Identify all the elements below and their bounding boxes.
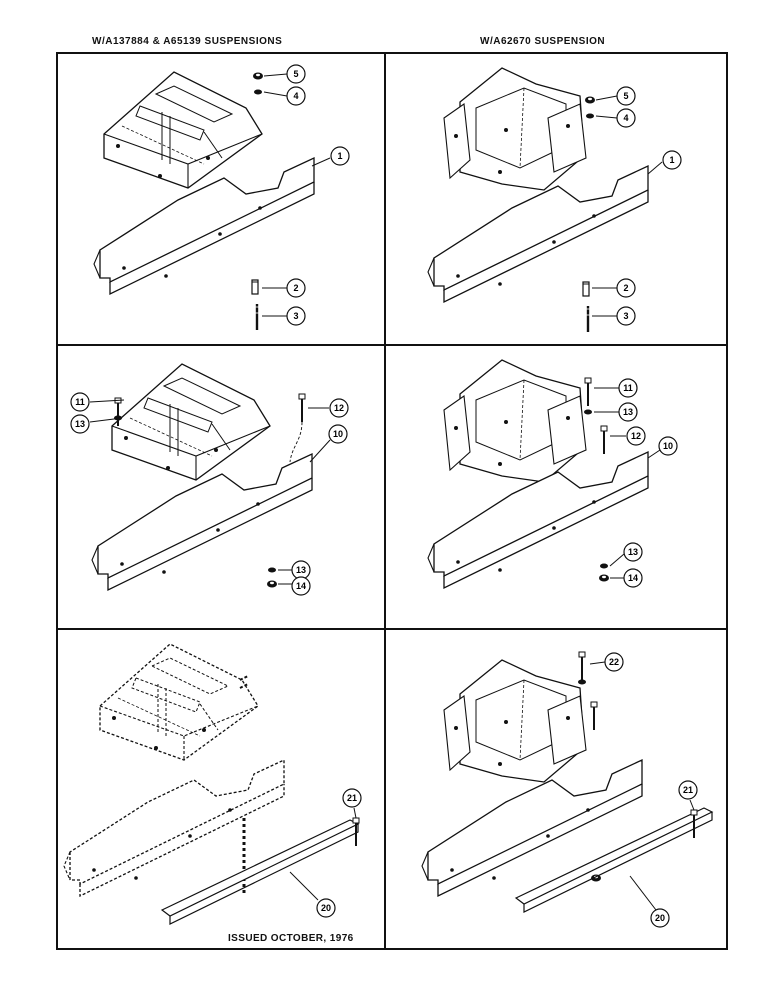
svg-text:12: 12 bbox=[631, 431, 641, 441]
callout-p4-11: 11 bbox=[618, 378, 638, 398]
callout-p1-5: 5 bbox=[286, 64, 306, 84]
callout-p4-13b: 13 bbox=[623, 542, 643, 562]
svg-text:13: 13 bbox=[623, 407, 633, 417]
svg-text:13: 13 bbox=[628, 547, 638, 557]
svg-text:2: 2 bbox=[293, 283, 298, 293]
callout-p4-13: 13 bbox=[618, 402, 638, 422]
svg-text:3: 3 bbox=[623, 311, 628, 321]
panel-2 bbox=[427, 67, 649, 334]
callout-p4-10: 10 bbox=[658, 436, 678, 456]
svg-text:13: 13 bbox=[75, 419, 85, 429]
callout-p3-10: 10 bbox=[328, 424, 348, 444]
issued-date-label: ISSUED OCTOBER, 1976 bbox=[228, 933, 354, 944]
svg-text:20: 20 bbox=[655, 913, 665, 923]
leader-lines bbox=[89, 73, 695, 911]
svg-text:21: 21 bbox=[347, 793, 357, 803]
header-right-suspension-label: W/A62670 SUSPENSION bbox=[480, 36, 606, 47]
panel-4 bbox=[427, 359, 649, 589]
svg-text:10: 10 bbox=[663, 441, 673, 451]
callout-p5-20: 20 bbox=[316, 898, 336, 918]
row-divider-2 bbox=[56, 628, 728, 630]
callout-p2-4: 4 bbox=[616, 108, 636, 128]
svg-text:11: 11 bbox=[623, 383, 633, 393]
callout-p1-1: 1 bbox=[330, 146, 350, 166]
row-divider-1 bbox=[56, 344, 728, 346]
callout-p6-20: 20 bbox=[650, 908, 670, 928]
svg-text:20: 20 bbox=[321, 903, 331, 913]
callout-p2-1: 1 bbox=[662, 150, 682, 170]
panel-6-bolt bbox=[690, 809, 698, 839]
callout-p1-3: 3 bbox=[286, 306, 306, 326]
callout-p3-12: 12 bbox=[329, 398, 349, 418]
svg-text:21: 21 bbox=[683, 785, 693, 795]
callout-p1-2: 2 bbox=[286, 278, 306, 298]
callout-p3-13b: 13 bbox=[291, 560, 311, 580]
svg-text:14: 14 bbox=[628, 573, 638, 583]
callout-p3-13: 13 bbox=[70, 414, 90, 434]
svg-text:12: 12 bbox=[334, 403, 344, 413]
header-left-suspension-label: W/A137884 & A65139 SUSPENSIONS bbox=[92, 36, 283, 47]
svg-text:11: 11 bbox=[75, 397, 85, 407]
svg-text:1: 1 bbox=[337, 151, 342, 161]
callout-p4-14: 14 bbox=[623, 568, 643, 588]
svg-text:3: 3 bbox=[293, 311, 298, 321]
svg-text:10: 10 bbox=[333, 429, 343, 439]
callout-p3-14: 14 bbox=[291, 576, 311, 596]
svg-text:14: 14 bbox=[296, 581, 306, 591]
svg-text:13: 13 bbox=[296, 565, 306, 575]
callout-p1-4: 4 bbox=[286, 86, 306, 106]
panel-1 bbox=[93, 71, 315, 332]
svg-text:2: 2 bbox=[623, 283, 628, 293]
callout-p6-22: 22 bbox=[604, 652, 624, 672]
panel-3 bbox=[91, 363, 313, 591]
svg-text:4: 4 bbox=[293, 91, 298, 101]
svg-text:5: 5 bbox=[293, 69, 298, 79]
callout-p2-5: 5 bbox=[616, 86, 636, 106]
vertical-divider bbox=[384, 52, 386, 950]
svg-text:4: 4 bbox=[623, 113, 628, 123]
callout-p2-3: 3 bbox=[616, 306, 636, 326]
callout-p4-12: 12 bbox=[626, 426, 646, 446]
callout-p6-21: 21 bbox=[678, 780, 698, 800]
svg-text:1: 1 bbox=[669, 155, 674, 165]
callout-p5-21: 21 bbox=[342, 788, 362, 808]
panel-5 bbox=[63, 643, 285, 897]
callout-p2-2: 2 bbox=[616, 278, 636, 298]
svg-text:5: 5 bbox=[623, 91, 628, 101]
svg-text:22: 22 bbox=[609, 657, 619, 667]
callout-p3-11: 11 bbox=[70, 392, 90, 412]
diagram-frame bbox=[56, 52, 728, 950]
